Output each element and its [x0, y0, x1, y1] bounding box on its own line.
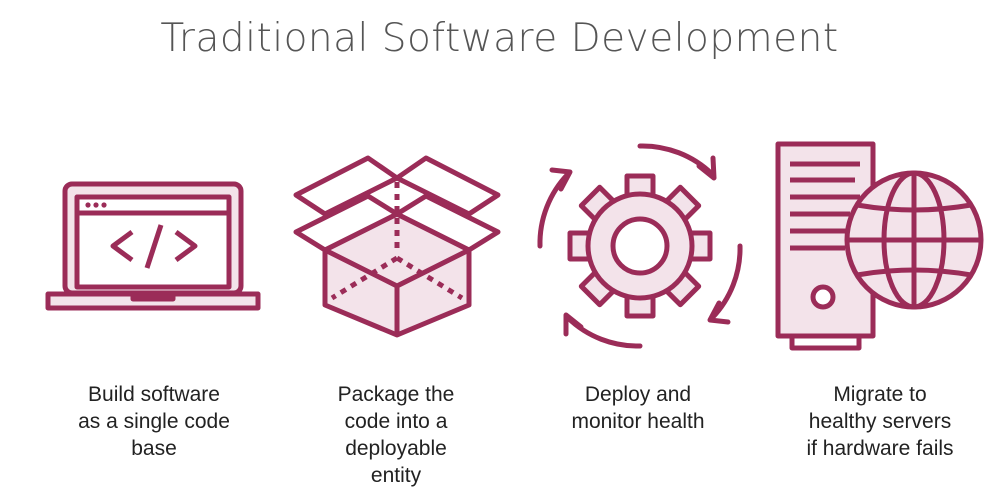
- step-caption-migrate: Migrate to healthy servers if hardware f…: [806, 383, 954, 460]
- step-caption-package: Package the code into a deployable entit…: [337, 383, 455, 487]
- laptop-code-icon: [45, 181, 261, 311]
- step-caption-deploy: Deploy and monitor health: [571, 383, 705, 433]
- step-caption-build: Build software as a single code base: [78, 383, 230, 460]
- server-globe-icon: [775, 141, 984, 351]
- page-title: Traditional Software Development: [160, 16, 839, 61]
- open-box-icon: [293, 155, 501, 338]
- gear-cycle-icon: [537, 143, 743, 349]
